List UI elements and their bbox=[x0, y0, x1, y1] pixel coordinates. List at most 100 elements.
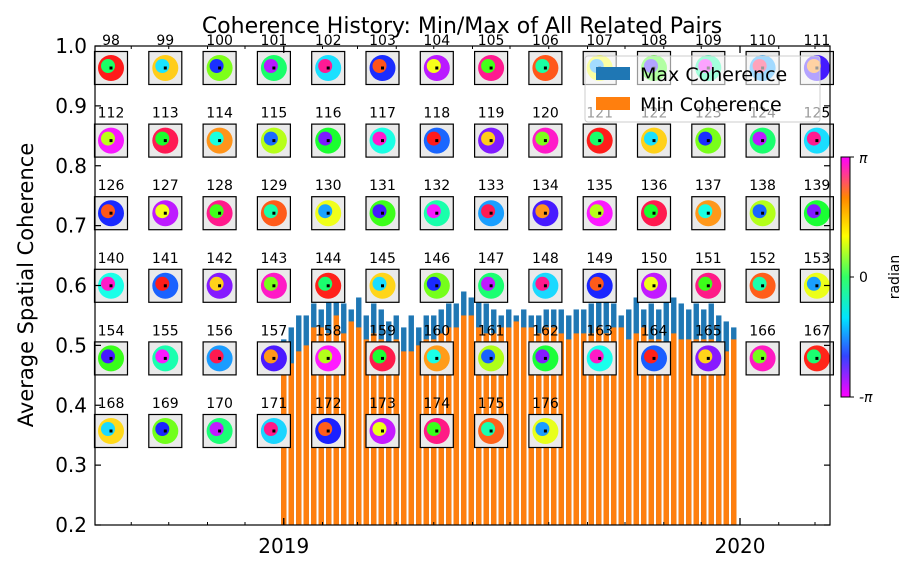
thumbnail: 170 bbox=[202, 396, 237, 449]
x-tick-label: 2019 bbox=[258, 534, 309, 558]
bar-min bbox=[521, 327, 527, 525]
reference-point bbox=[381, 66, 384, 70]
thumbnail-label: 160 bbox=[423, 323, 450, 339]
thumbnail-label: 134 bbox=[532, 178, 559, 194]
thumbnail-label: 145 bbox=[369, 251, 396, 267]
thumbnail-label: 154 bbox=[98, 323, 125, 339]
thumbnail-label: 139 bbox=[804, 178, 831, 194]
thumbnail-phase-inner bbox=[481, 422, 496, 436]
reference-point bbox=[761, 139, 765, 143]
y-tick-label: 0.2 bbox=[55, 513, 87, 537]
reference-point bbox=[381, 211, 384, 215]
reference-point bbox=[543, 429, 547, 433]
bar-min bbox=[513, 321, 519, 525]
thumbnail-phase-inner bbox=[426, 349, 441, 364]
reference-point bbox=[272, 66, 276, 70]
thumbnail: 169 bbox=[148, 396, 183, 449]
thumbnail-phase-inner bbox=[644, 349, 658, 364]
bar-min bbox=[618, 327, 624, 525]
reference-point bbox=[598, 356, 602, 360]
reference-point bbox=[489, 211, 493, 215]
reference-point bbox=[489, 284, 493, 288]
colorbar: π 0 -π radian bbox=[840, 151, 903, 406]
thumbnail: 155 bbox=[148, 323, 183, 376]
thumbnail-phase-inner bbox=[318, 349, 333, 364]
bar-min bbox=[701, 339, 707, 525]
thumbnail-phase-inner bbox=[209, 276, 224, 291]
thumbnail-label: 117 bbox=[369, 106, 396, 122]
thumbnail-label: 171 bbox=[261, 396, 288, 412]
reference-point bbox=[543, 284, 547, 288]
reference-point bbox=[218, 356, 222, 360]
thumbnail: 147 bbox=[474, 251, 509, 303]
thumbnail: 173 bbox=[365, 396, 400, 449]
thumbnail: 98 bbox=[93, 33, 129, 86]
thumbnail-label: 173 bbox=[369, 396, 396, 412]
reference-point bbox=[489, 429, 493, 433]
bar-min bbox=[356, 327, 362, 525]
thumbnail: 131 bbox=[365, 178, 400, 231]
legend-box bbox=[584, 55, 821, 123]
y-tick-label: 0.6 bbox=[55, 274, 87, 298]
thumbnail-label: 147 bbox=[478, 251, 505, 267]
thumbnail-label: 162 bbox=[532, 323, 559, 339]
thumbnail-label: 118 bbox=[423, 106, 450, 122]
thumbnail-label: 138 bbox=[749, 178, 776, 194]
reference-point bbox=[272, 139, 276, 143]
thumbnail-label: 159 bbox=[369, 323, 396, 339]
thumbnail-phase-inner bbox=[318, 131, 333, 146]
thumbnail-phase-inner bbox=[806, 131, 821, 146]
thumbnail-phase-inner bbox=[101, 204, 115, 219]
thumbnail: 154 bbox=[93, 323, 129, 376]
thumbnail-label: 109 bbox=[695, 33, 722, 49]
thumbnail-label: 156 bbox=[206, 323, 233, 339]
thumbnail-label: 172 bbox=[315, 396, 342, 412]
thumbnail-phase-inner bbox=[101, 131, 115, 146]
reference-point bbox=[435, 139, 439, 143]
thumbnail-phase-inner bbox=[698, 349, 713, 364]
reference-point bbox=[435, 211, 439, 215]
thumbnail-phase-inner bbox=[481, 59, 496, 73]
thumbnail: 149 bbox=[582, 251, 617, 303]
thumbnail: 116 bbox=[311, 106, 346, 158]
y-tick-label: 0.5 bbox=[55, 333, 87, 357]
thumbnail-label: 98 bbox=[102, 33, 120, 49]
thumbnail-phase-inner bbox=[481, 276, 496, 291]
bars-layer bbox=[281, 291, 737, 526]
thumbnail: 151 bbox=[691, 251, 726, 303]
thumbnail: 135 bbox=[582, 178, 617, 231]
reference-point bbox=[435, 429, 439, 433]
bar-min bbox=[468, 315, 474, 525]
thumbnail: 127 bbox=[148, 178, 183, 231]
thumbnail-label: 115 bbox=[261, 106, 288, 122]
chart-title: Coherence History: Min/Max of All Relate… bbox=[202, 14, 722, 39]
thumbnail-label: 104 bbox=[423, 33, 450, 49]
thumbnail-phase-inner bbox=[535, 422, 550, 436]
thumbnail: 105 bbox=[474, 33, 509, 86]
bar-min bbox=[663, 345, 669, 526]
thumbnail-phase-inner bbox=[318, 59, 333, 73]
thumbnail-phase-inner bbox=[535, 131, 550, 146]
reference-point bbox=[489, 66, 493, 70]
thumbnail-phase-inner bbox=[806, 204, 821, 219]
reference-point bbox=[163, 211, 167, 215]
thumbnail-phase-inner bbox=[101, 59, 115, 73]
thumbnail-phase-inner bbox=[535, 276, 550, 291]
reference-point bbox=[761, 211, 765, 215]
bar-min bbox=[401, 351, 407, 525]
reference-point bbox=[435, 66, 439, 70]
thumbnail: 112 bbox=[93, 106, 129, 158]
thumbnail-phase-inner bbox=[426, 204, 441, 219]
thumbnail-label: 157 bbox=[261, 323, 288, 339]
colorbar-gradient bbox=[840, 156, 851, 398]
thumbnail-label: 175 bbox=[478, 396, 505, 412]
thumbnail-label: 146 bbox=[423, 251, 450, 267]
bar-min bbox=[671, 333, 677, 525]
thumbnail-phase-inner bbox=[101, 349, 115, 364]
thumbnail: 128 bbox=[202, 178, 237, 231]
bar-min bbox=[596, 327, 602, 525]
thumbnail-label: 136 bbox=[641, 178, 668, 194]
thumbnail-phase-inner bbox=[644, 204, 658, 219]
thumbnail-phase-inner bbox=[589, 131, 604, 146]
